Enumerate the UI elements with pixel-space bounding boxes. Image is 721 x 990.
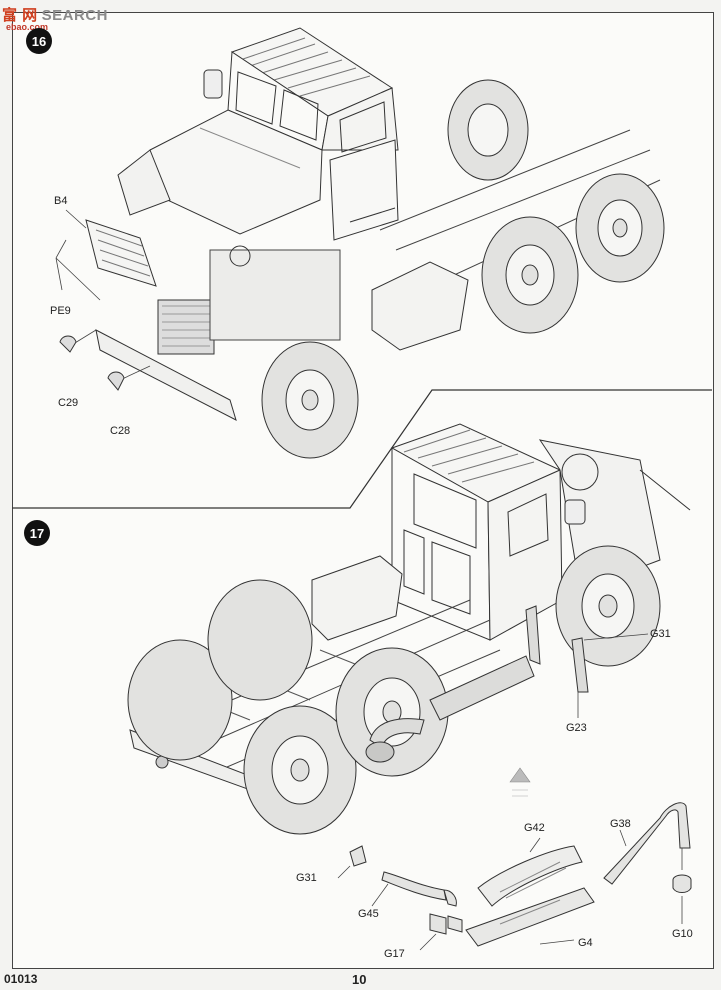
product-code: 01013 bbox=[4, 972, 38, 986]
exploded-parts bbox=[349, 802, 692, 947]
label-g42: G42 bbox=[524, 822, 545, 834]
rear-wheels bbox=[127, 545, 661, 835]
assembly-arrow bbox=[509, 767, 531, 797]
leader-lines-bottom bbox=[577, 633, 649, 718]
front-wheels bbox=[261, 79, 665, 459]
label-g4: G4 bbox=[578, 937, 593, 949]
watermark-sub: ebao.com bbox=[6, 22, 49, 32]
installed-exhaust bbox=[365, 605, 589, 763]
label-c28: C28 bbox=[110, 425, 131, 437]
label-b4: B4 bbox=[54, 195, 68, 207]
label-g17: G17 bbox=[384, 948, 405, 960]
label-g45: G45 bbox=[358, 908, 379, 920]
label-pe9: PE9 bbox=[50, 305, 71, 317]
step-divider bbox=[12, 389, 712, 509]
step-number-16: 16 bbox=[26, 28, 52, 54]
page-number: 10 bbox=[352, 972, 367, 987]
label-g31-part: G31 bbox=[296, 872, 317, 884]
leader-lines-parts bbox=[337, 829, 683, 951]
truck-front-view bbox=[85, 27, 661, 421]
label-g31-installed: G31 bbox=[650, 628, 671, 640]
label-g38: G38 bbox=[610, 818, 631, 830]
small-parts-top bbox=[59, 335, 125, 391]
watermark-cn: 富 网 bbox=[2, 7, 38, 24]
label-c29: C29 bbox=[58, 397, 79, 409]
label-g23: G23 bbox=[566, 722, 587, 734]
label-g10: G10 bbox=[672, 928, 693, 940]
step-number-17: 17 bbox=[24, 520, 50, 546]
watermark-text: SEARCH bbox=[41, 7, 109, 24]
